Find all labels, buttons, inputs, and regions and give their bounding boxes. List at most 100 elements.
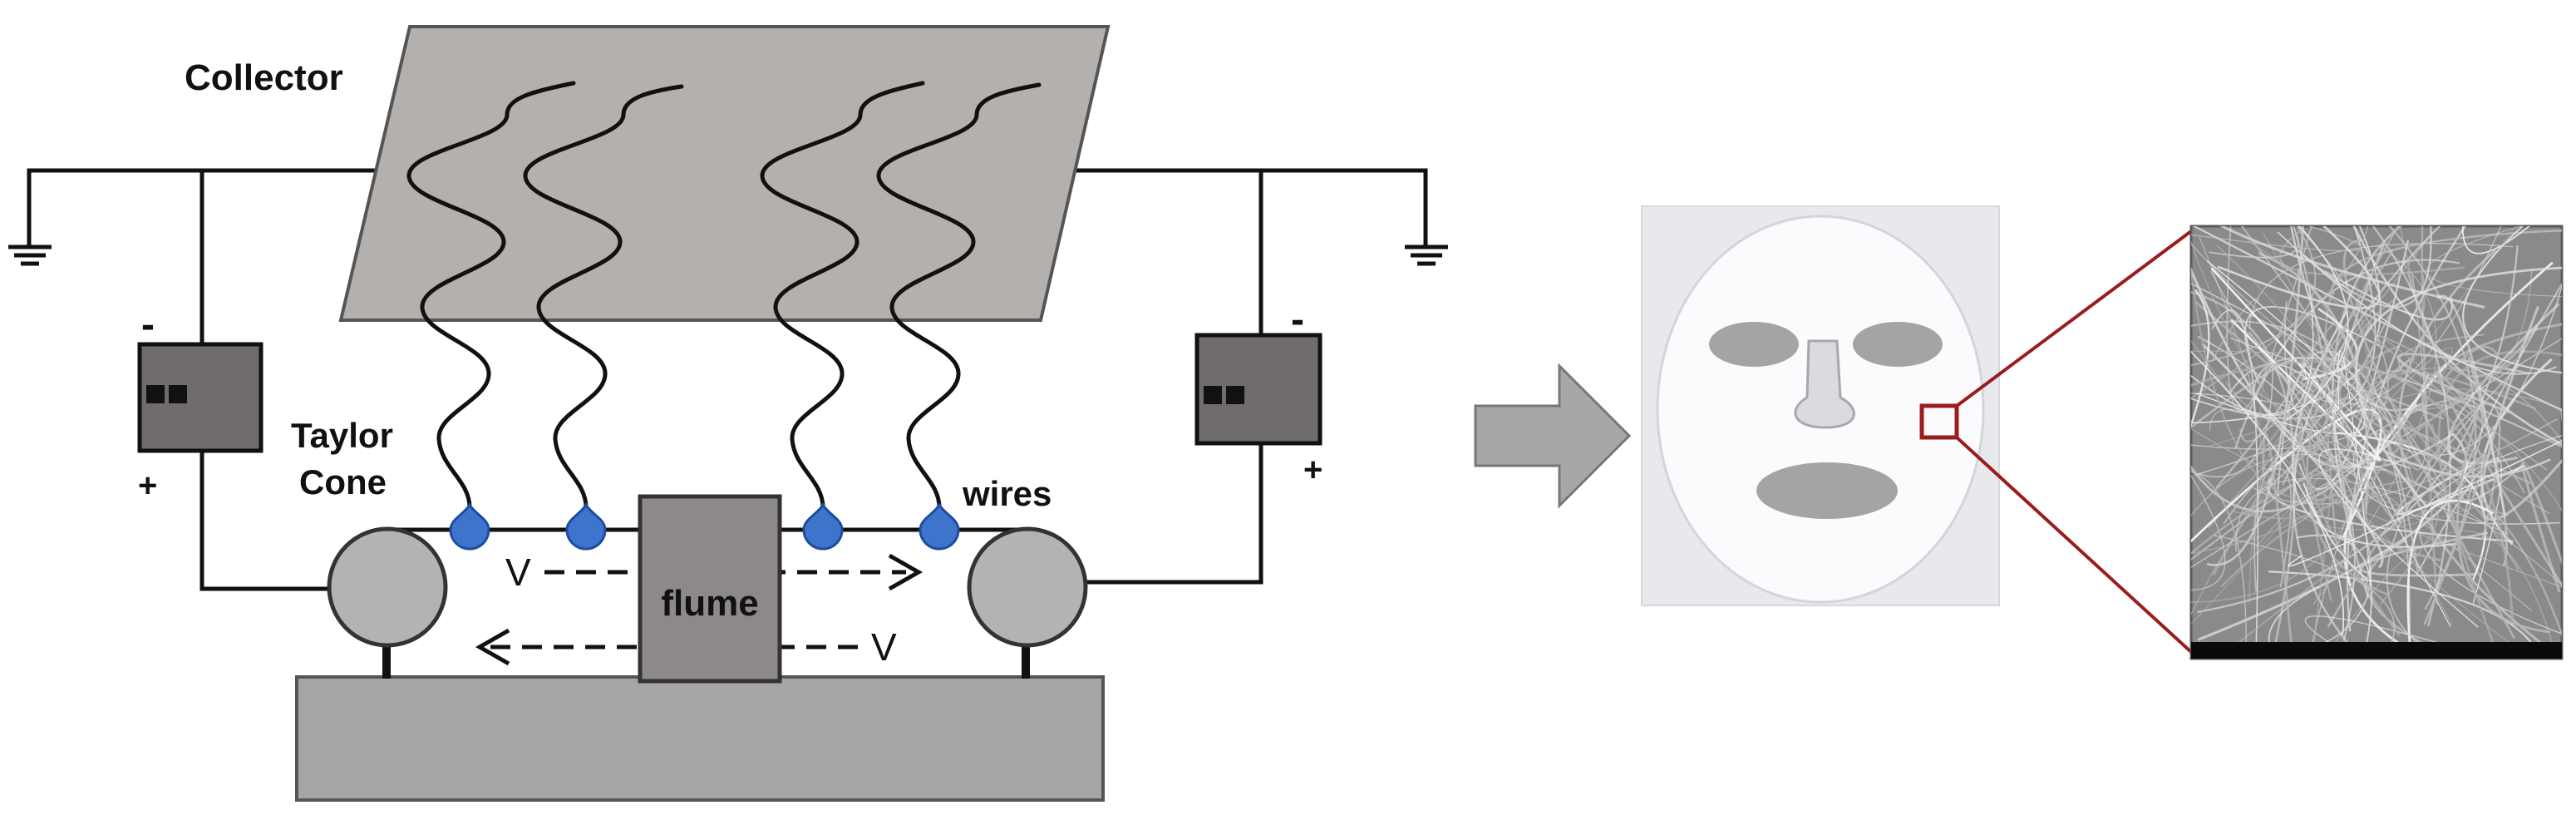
taylor-cone-label: Taylor — [291, 416, 393, 455]
nanofiber-strand — [2191, 226, 2517, 625]
nanofiber-strand — [2219, 226, 2485, 309]
nanofiber-strand — [2352, 226, 2562, 446]
nanofiber-strand — [2211, 309, 2258, 659]
negative-terminal-label: - — [1291, 298, 1304, 342]
wires-label: wires — [962, 474, 1052, 513]
right-power-supply: - + — [1194, 298, 1322, 488]
nanofiber-strand — [2384, 450, 2551, 478]
nanofiber-strand — [2333, 244, 2455, 469]
nanofiber-strand — [2406, 499, 2495, 654]
nanofiber-strand — [2366, 274, 2427, 471]
left-roller — [327, 526, 448, 648]
nanofiber-strand — [2306, 226, 2400, 596]
negative-terminal-label: - — [141, 303, 155, 347]
nanofiber-strand — [2560, 408, 2562, 422]
fiber-jets — [406, 81, 1042, 510]
nanofiber-strand — [2230, 232, 2350, 520]
nanofiber-strand — [2191, 350, 2345, 635]
nanofiber-strand — [2397, 249, 2544, 646]
mask-eye-hole — [1853, 322, 1943, 367]
nanofiber-strand — [2462, 226, 2530, 254]
taylor-cone-label: Cone — [299, 462, 387, 501]
left-power-supply: - + — [137, 303, 264, 504]
left-ground-wiring — [8, 168, 391, 345]
nanofiber-strand — [2520, 461, 2562, 593]
nanofiber-strand — [2226, 226, 2312, 412]
collector-plate — [338, 25, 1111, 322]
nanofiber-strand — [2210, 267, 2381, 462]
nanofiber-strand — [2217, 226, 2381, 309]
roller-support — [382, 640, 391, 679]
zoom-line — [1955, 230, 2193, 408]
nanofiber-strand — [2210, 299, 2260, 363]
nanofiber-strand — [2191, 226, 2317, 366]
sem-micrograph — [2189, 225, 2564, 660]
zoom-line — [1955, 436, 2193, 654]
nanofiber-strand — [2318, 448, 2479, 628]
zoom-box — [1919, 403, 1959, 440]
taylor-cone-droplet — [449, 501, 490, 551]
nanofiber-strand — [2418, 457, 2503, 605]
nanofiber-strand — [2191, 289, 2210, 427]
right-roller — [967, 526, 1088, 648]
mask-mouth-hole — [1756, 462, 1898, 519]
nanofiber-strand — [2260, 357, 2413, 495]
nanofiber-strand — [2191, 360, 2514, 620]
left-supply-lead — [199, 449, 332, 591]
nanofiber-strand — [2337, 350, 2372, 587]
nanofiber-strand — [2399, 226, 2426, 313]
taylor-cone-droplet — [802, 501, 844, 551]
nanofiber-strand — [2396, 463, 2525, 516]
nanofiber-strand — [2359, 531, 2489, 577]
mask-nose-cutout — [1794, 339, 1855, 429]
nanofiber-strand — [2252, 418, 2558, 505]
nanofiber-strand — [2303, 226, 2432, 309]
nanofiber-strand — [2300, 322, 2510, 516]
nanofiber-strand — [2199, 236, 2254, 408]
nanofiber-strand — [2213, 534, 2396, 659]
nanofiber-strand — [2248, 240, 2562, 512]
nanofiber-strand — [2191, 244, 2349, 554]
velocity-label: V — [505, 551, 531, 594]
nanofiber-strand — [2268, 585, 2322, 645]
flume-label: flume — [661, 583, 758, 624]
fiber-jet — [876, 82, 1042, 510]
nanofiber-strand — [2208, 367, 2562, 529]
nanofiber-strand — [2206, 226, 2304, 566]
fiber-jet — [523, 84, 684, 510]
nanofiber-strand — [2210, 226, 2502, 405]
positive-terminal-label: + — [138, 467, 157, 504]
nanofiber-strand — [2406, 270, 2538, 378]
nanofiber-strand — [2421, 226, 2438, 605]
velocity-label: V — [871, 625, 897, 669]
nanofiber-strand — [2197, 245, 2519, 614]
nanofiber-strand — [2191, 357, 2306, 489]
nanofiber-strand — [2219, 509, 2440, 659]
nanofiber-strand — [2262, 432, 2293, 649]
collector-label: Collector — [185, 57, 343, 98]
nanofiber-strand — [2259, 361, 2479, 531]
nanofiber-strand — [2277, 231, 2557, 375]
ground-icon — [1405, 244, 1448, 266]
nanofiber-strand — [2303, 482, 2367, 580]
nanofiber-strand — [2386, 363, 2521, 659]
power-supply-icon — [137, 342, 264, 453]
nanofiber-strand — [2441, 345, 2498, 383]
base-platform — [295, 675, 1105, 802]
fiber-jet — [760, 81, 925, 510]
nanofiber-strand — [2253, 449, 2379, 592]
nanofiber-strand — [2192, 226, 2562, 412]
nanofiber-strand — [2355, 266, 2562, 508]
nanofiber-strand — [2209, 408, 2533, 612]
nanofiber-strand — [2191, 353, 2273, 477]
nanofiber-strand — [2191, 350, 2368, 447]
nanofiber-strand — [2286, 226, 2349, 421]
nanofiber-strand — [2223, 467, 2292, 588]
nanofiber-strand — [2191, 226, 2369, 399]
nanofiber-strand — [2191, 266, 2369, 501]
right-ground-wiring — [1056, 168, 1448, 335]
nanofiber-strand — [2456, 411, 2551, 634]
sem-scale-bar — [2191, 642, 2562, 659]
